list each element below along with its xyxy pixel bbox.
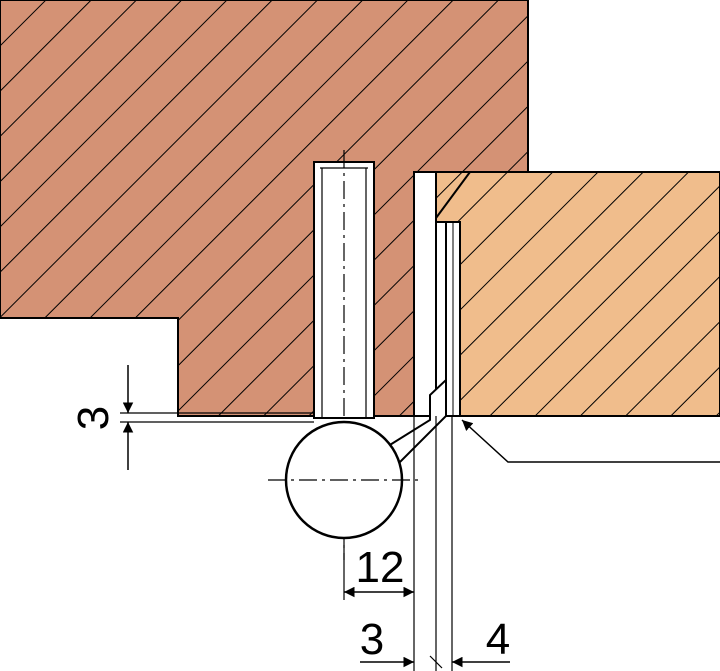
vertical-gap-label: 3 bbox=[69, 406, 118, 430]
door-edge-chamfer bbox=[435, 171, 471, 219]
gap-mid-tick bbox=[429, 655, 443, 669]
leader-line bbox=[461, 419, 720, 463]
gap-right-label: 4 bbox=[486, 615, 510, 664]
offset-dim-label: 12 bbox=[356, 543, 405, 592]
frame-door-gap bbox=[413, 171, 437, 417]
gap-left-label: 3 bbox=[360, 615, 384, 664]
door-section bbox=[435, 171, 720, 417]
